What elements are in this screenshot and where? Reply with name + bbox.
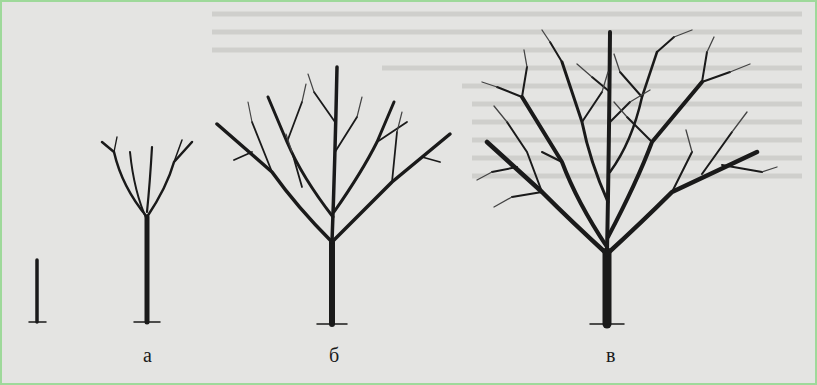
stage-label: в — [606, 345, 615, 365]
stage-label: б — [329, 345, 339, 365]
stage-label: а — [143, 345, 152, 365]
